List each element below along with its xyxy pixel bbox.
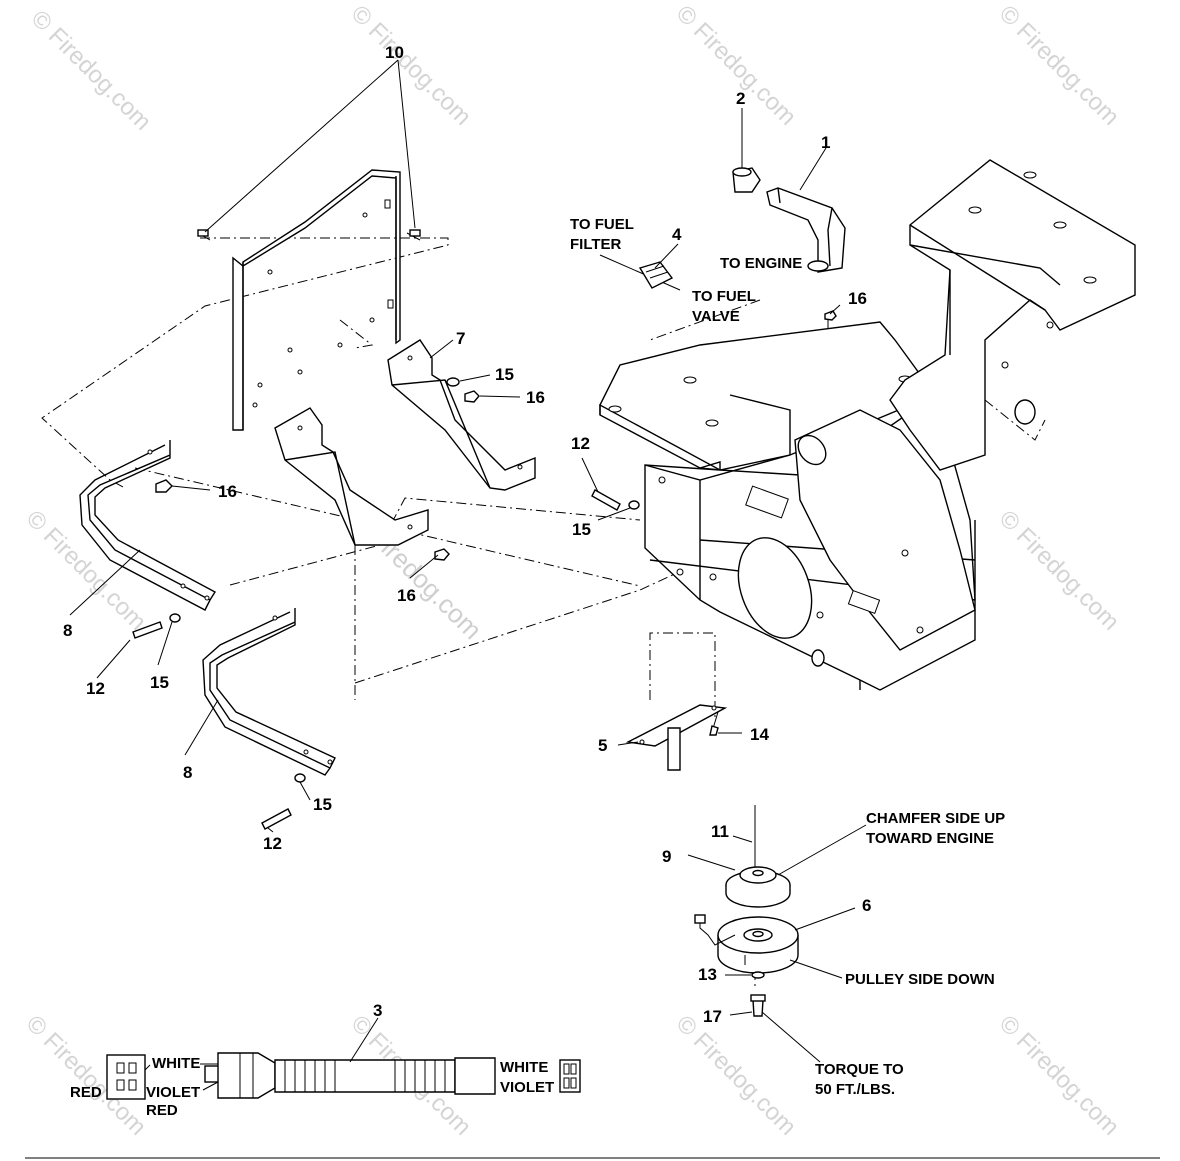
callout-5: 5 <box>598 736 607 755</box>
callout-12: 12 <box>263 834 282 853</box>
callout-15: 15 <box>495 365 514 384</box>
leader-lines <box>69 59 867 1091</box>
part-1-fuel-hose <box>766 187 846 273</box>
callout-4: 4 <box>672 225 682 244</box>
part-9-pulley <box>725 808 791 908</box>
callout-15: 15 <box>572 520 591 539</box>
note-to-fuel-filter: FILTER <box>570 236 622 253</box>
callout-numbers: 10 2 1 4 16 7 15 16 12 16 15 16 8 15 12 … <box>63 43 871 1026</box>
callout-12: 12 <box>86 679 105 698</box>
note-to-fuel-valve: TO FUEL <box>692 288 756 305</box>
part-13-17-hardware <box>750 971 766 1017</box>
watermark-text: © Firedog.com <box>994 505 1125 636</box>
callout-16: 16 <box>526 388 545 407</box>
note-chamfer: TOWARD ENGINE <box>866 830 994 847</box>
watermark-text: © Firedog.com <box>346 0 477 131</box>
watermark-text: © Firedog.com <box>26 5 157 136</box>
callout-2: 2 <box>736 89 745 108</box>
callout-15: 15 <box>313 795 332 814</box>
corrugation-ribs <box>284 1060 446 1092</box>
note-torque: 50 FT./LBS. <box>815 1081 895 1098</box>
wire-label-white: WHITE <box>152 1055 200 1072</box>
callout-6: 6 <box>862 896 871 915</box>
callout-12: 12 <box>571 434 590 453</box>
part-3-harness <box>106 1052 581 1100</box>
callout-11: 11 <box>711 822 729 841</box>
callout-14: 14 <box>750 725 769 744</box>
note-torque: TORQUE TO <box>815 1061 904 1078</box>
callout-16: 16 <box>218 482 237 501</box>
callout-8: 8 <box>63 621 72 640</box>
callout-17: 17 <box>703 1007 722 1026</box>
part-8-upper-strap <box>79 440 216 611</box>
callout-8: 8 <box>183 763 192 782</box>
callout-10: 10 <box>385 43 404 62</box>
part-5-bracket <box>625 704 728 771</box>
wire-label-violet: VIOLET <box>146 1084 200 1101</box>
watermark-text: © Firedog.com <box>994 1010 1125 1141</box>
part-7-lower-bracket <box>274 407 429 546</box>
part-7-bracket <box>387 339 536 491</box>
part-4-fuel-fitting <box>599 254 681 291</box>
wire-label-white: WHITE <box>500 1059 548 1076</box>
part-2-cap <box>732 167 761 193</box>
note-to-fuel-valve: VALVE <box>692 308 740 325</box>
callout-16: 16 <box>397 586 416 605</box>
callout-9: 9 <box>662 847 671 866</box>
callout-3: 3 <box>373 1001 382 1020</box>
callout-16: 16 <box>848 289 867 308</box>
note-labels: TO FUEL FILTER TO ENGINE TO FUEL VALVE C… <box>70 216 1005 1119</box>
watermark-text: © Firedog.com <box>671 1010 802 1141</box>
part-frame <box>599 159 1136 691</box>
wire-label-violet: VIOLET <box>500 1079 554 1096</box>
watermark-text: © Firedog.com <box>671 0 802 131</box>
wire-label-red: RED <box>70 1084 102 1101</box>
note-chamfer: CHAMFER SIDE UP <box>866 810 1005 827</box>
callout-1: 1 <box>821 133 830 152</box>
part-6-clutch <box>694 914 799 974</box>
part-8-lower-strap <box>202 608 336 776</box>
note-to-fuel-filter: TO FUEL <box>570 216 634 233</box>
note-pulley-side: PULLEY SIDE DOWN <box>845 971 995 988</box>
note-to-engine: TO ENGINE <box>720 255 802 272</box>
callout-15: 15 <box>150 673 169 692</box>
wire-label-red: RED <box>146 1102 178 1119</box>
watermark-text: © Firedog.com <box>21 505 152 636</box>
callout-13: 13 <box>698 965 717 984</box>
part-10-plate <box>197 169 421 431</box>
callout-7: 7 <box>456 329 465 348</box>
watermark-text: © Firedog.com <box>994 0 1125 131</box>
